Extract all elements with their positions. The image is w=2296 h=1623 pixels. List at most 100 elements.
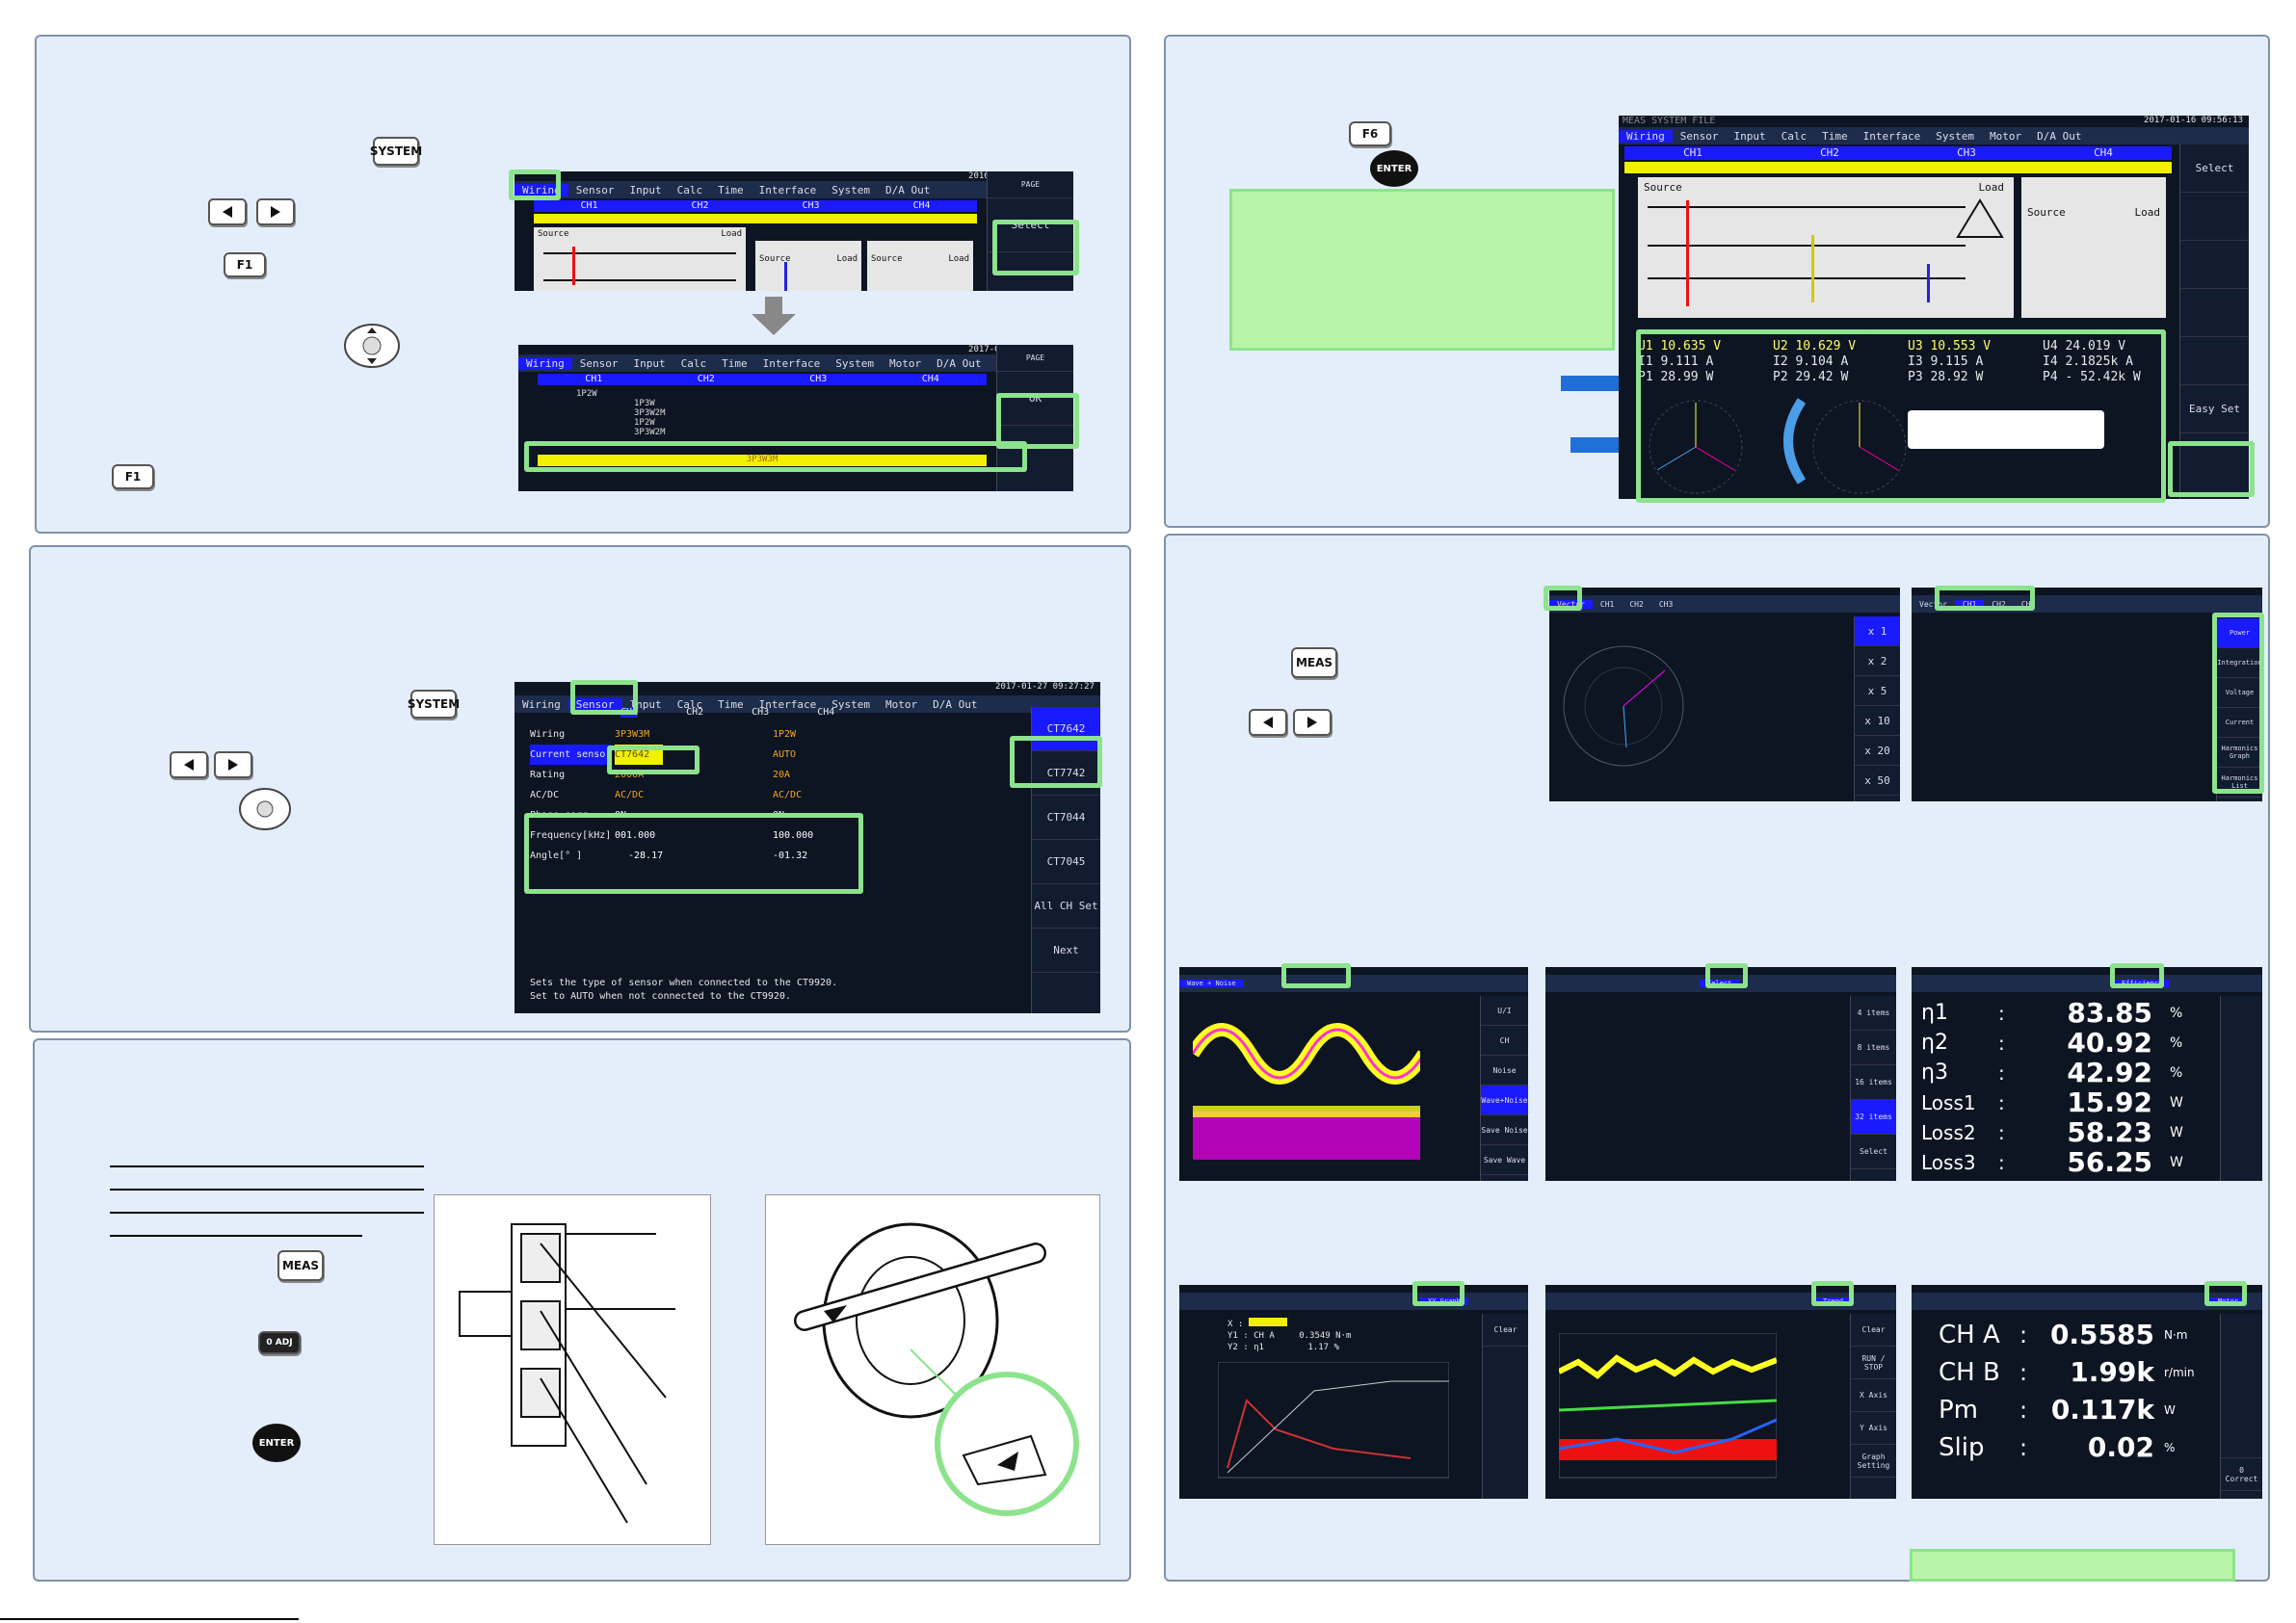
right-arrow-icon bbox=[271, 206, 280, 218]
highlight-ch-side bbox=[2212, 613, 2264, 794]
highlight-phase-corr bbox=[524, 813, 863, 894]
rule-2 bbox=[110, 1189, 424, 1191]
footer-note-box bbox=[1910, 1549, 2235, 1582]
wiring-selection-bar: 3P3W3M bbox=[538, 455, 987, 466]
enter-key-2[interactable]: ENTER bbox=[1370, 150, 1418, 187]
callout-box bbox=[1908, 410, 2104, 449]
highlight-wave-tab bbox=[1281, 963, 1351, 988]
delta-load-icon bbox=[1956, 198, 2004, 238]
highlight-ct7642 bbox=[1010, 736, 1102, 788]
right-arrow-key-3[interactable] bbox=[1293, 709, 1332, 736]
zero-adj-key[interactable]: 0 ADJ bbox=[258, 1331, 301, 1354]
panel-wiring: SYSTEM F1 F1 Wiring Sensor Input Calc Ti… bbox=[35, 35, 1131, 534]
tab-system[interactable]: System bbox=[831, 183, 870, 196]
tab-sensor-2[interactable]: Sensor bbox=[567, 697, 622, 711]
highlight-sensor-tab bbox=[570, 680, 638, 715]
system-key-2[interactable]: SYSTEM bbox=[408, 690, 460, 719]
rule-3 bbox=[110, 1212, 424, 1214]
highlight-yellow-row bbox=[524, 441, 1027, 472]
xy-plot bbox=[1218, 1362, 1449, 1479]
clamp-illustration bbox=[765, 1194, 1100, 1545]
note-box bbox=[1229, 189, 1615, 351]
vector-diagram-i bbox=[1812, 400, 1907, 494]
tab-wiring[interactable]: Wiring bbox=[515, 183, 568, 196]
efficiency-screen: Efficiency η1:83.85% η2:40.92% η3:42.92%… bbox=[1912, 967, 2262, 1181]
easy-set-button[interactable]: Easy Set bbox=[2180, 385, 2249, 433]
tab-wiring-2[interactable]: Wiring bbox=[518, 356, 572, 370]
highlight-motor-tab bbox=[2204, 1281, 2247, 1306]
meas-key-2[interactable]: MEAS bbox=[1291, 647, 1337, 678]
rotate-arrow-icon[interactable] bbox=[1773, 395, 1811, 487]
easy-set-screen: MEAS SYSTEM FILE 2017-01-16 09:56:13 Wir… bbox=[1619, 116, 2249, 499]
right-arrow-key[interactable] bbox=[256, 198, 295, 225]
highlight-select bbox=[992, 220, 1079, 275]
panel-easy-set: F6 ENTER MEAS SYSTEM FILE 2017-01-16 09:… bbox=[1164, 35, 2270, 528]
highlight-select-tab bbox=[1705, 963, 1748, 988]
clamp-sensor-icon bbox=[794, 1222, 1079, 1516]
rule-1 bbox=[110, 1165, 424, 1167]
right-arrow-key-2[interactable] bbox=[214, 751, 252, 778]
wiring-diagram-3p: Source Load bbox=[1638, 177, 2014, 318]
page-badge[interactable]: PAGE bbox=[988, 171, 1073, 198]
left-arrow-key-2[interactable] bbox=[170, 751, 208, 778]
left-arrow-icon bbox=[223, 206, 232, 218]
xy-graph-screen: XY Graph X : Y1 : CH A 0.3549 N·m Y2 : η… bbox=[1179, 1285, 1528, 1499]
wiring-option-list: 1P2W 1P3W 3P3W2M 1P2W 3P3W2M bbox=[576, 389, 666, 437]
tab-time[interactable]: Time bbox=[718, 183, 744, 196]
f1-key-2[interactable]: F1 bbox=[112, 464, 154, 489]
cursor-pad-icon-2[interactable] bbox=[237, 786, 293, 832]
source-label: Source bbox=[538, 229, 569, 239]
highlight-values bbox=[1636, 329, 2166, 503]
meas-key[interactable]: MEAS bbox=[277, 1250, 324, 1281]
highlight-trend-tab bbox=[1811, 1281, 1854, 1306]
panel-zero-adjust: MEAS 0 ADJ ENTER bbox=[33, 1038, 1131, 1582]
cursor-pad-icon[interactable] bbox=[343, 322, 401, 370]
waveform-plot bbox=[1193, 1023, 1420, 1160]
tab-calc[interactable]: Calc bbox=[676, 183, 703, 196]
vector-diagram-u bbox=[1649, 400, 1743, 494]
diagram-box-1: Source Load bbox=[534, 227, 746, 291]
left-arrow-key[interactable] bbox=[208, 198, 247, 225]
tab-sensor[interactable]: Sensor bbox=[575, 183, 615, 196]
highlight-current-sensor bbox=[607, 746, 699, 774]
efficiency-values: η1:83.85% η2:40.92% η3:42.92% Loss1:15.9… bbox=[1921, 997, 2183, 1178]
load-label: Load bbox=[721, 229, 742, 239]
tab-interface[interactable]: Interface bbox=[758, 183, 817, 196]
highlight-easy-set bbox=[2168, 441, 2255, 497]
enter-key[interactable]: ENTER bbox=[252, 1424, 301, 1462]
probe-illustration bbox=[434, 1194, 711, 1545]
down-arrow-icon bbox=[752, 297, 796, 335]
wiring-tabbar: Wiring Sensor Input Calc Time Interface … bbox=[515, 181, 1073, 198]
voltage-cord-icon bbox=[459, 1223, 675, 1524]
ch1-label: CH1 bbox=[580, 200, 598, 211]
vector-plot bbox=[1563, 645, 1684, 767]
sensor-side-menu: CT7642 CT7742 CT7044 CT7045 All CH Set N… bbox=[1031, 707, 1100, 1013]
ch4-label: CH4 bbox=[912, 200, 931, 211]
system-key[interactable]: SYSTEM bbox=[370, 137, 422, 166]
ch2-label: CH2 bbox=[691, 200, 709, 211]
highlight-ok bbox=[996, 393, 1079, 449]
highlight-efficiency-tab bbox=[2110, 963, 2164, 988]
footer-rule bbox=[0, 1618, 299, 1620]
highlight-vector-tab bbox=[1544, 586, 1582, 611]
highlight-xy-tab bbox=[1412, 1281, 1465, 1306]
tab-input[interactable]: Input bbox=[629, 183, 662, 196]
tab-da-out[interactable]: D/A Out bbox=[884, 183, 931, 196]
highlight-wiring-tab bbox=[509, 170, 561, 200]
left-arrow-key-3[interactable] bbox=[1249, 709, 1287, 736]
wiring-yellow-row bbox=[534, 214, 977, 223]
f6-key[interactable]: F6 bbox=[1349, 121, 1391, 146]
easy-set-side: Select Easy Set bbox=[2179, 144, 2249, 499]
f1-key[interactable]: F1 bbox=[224, 252, 266, 277]
